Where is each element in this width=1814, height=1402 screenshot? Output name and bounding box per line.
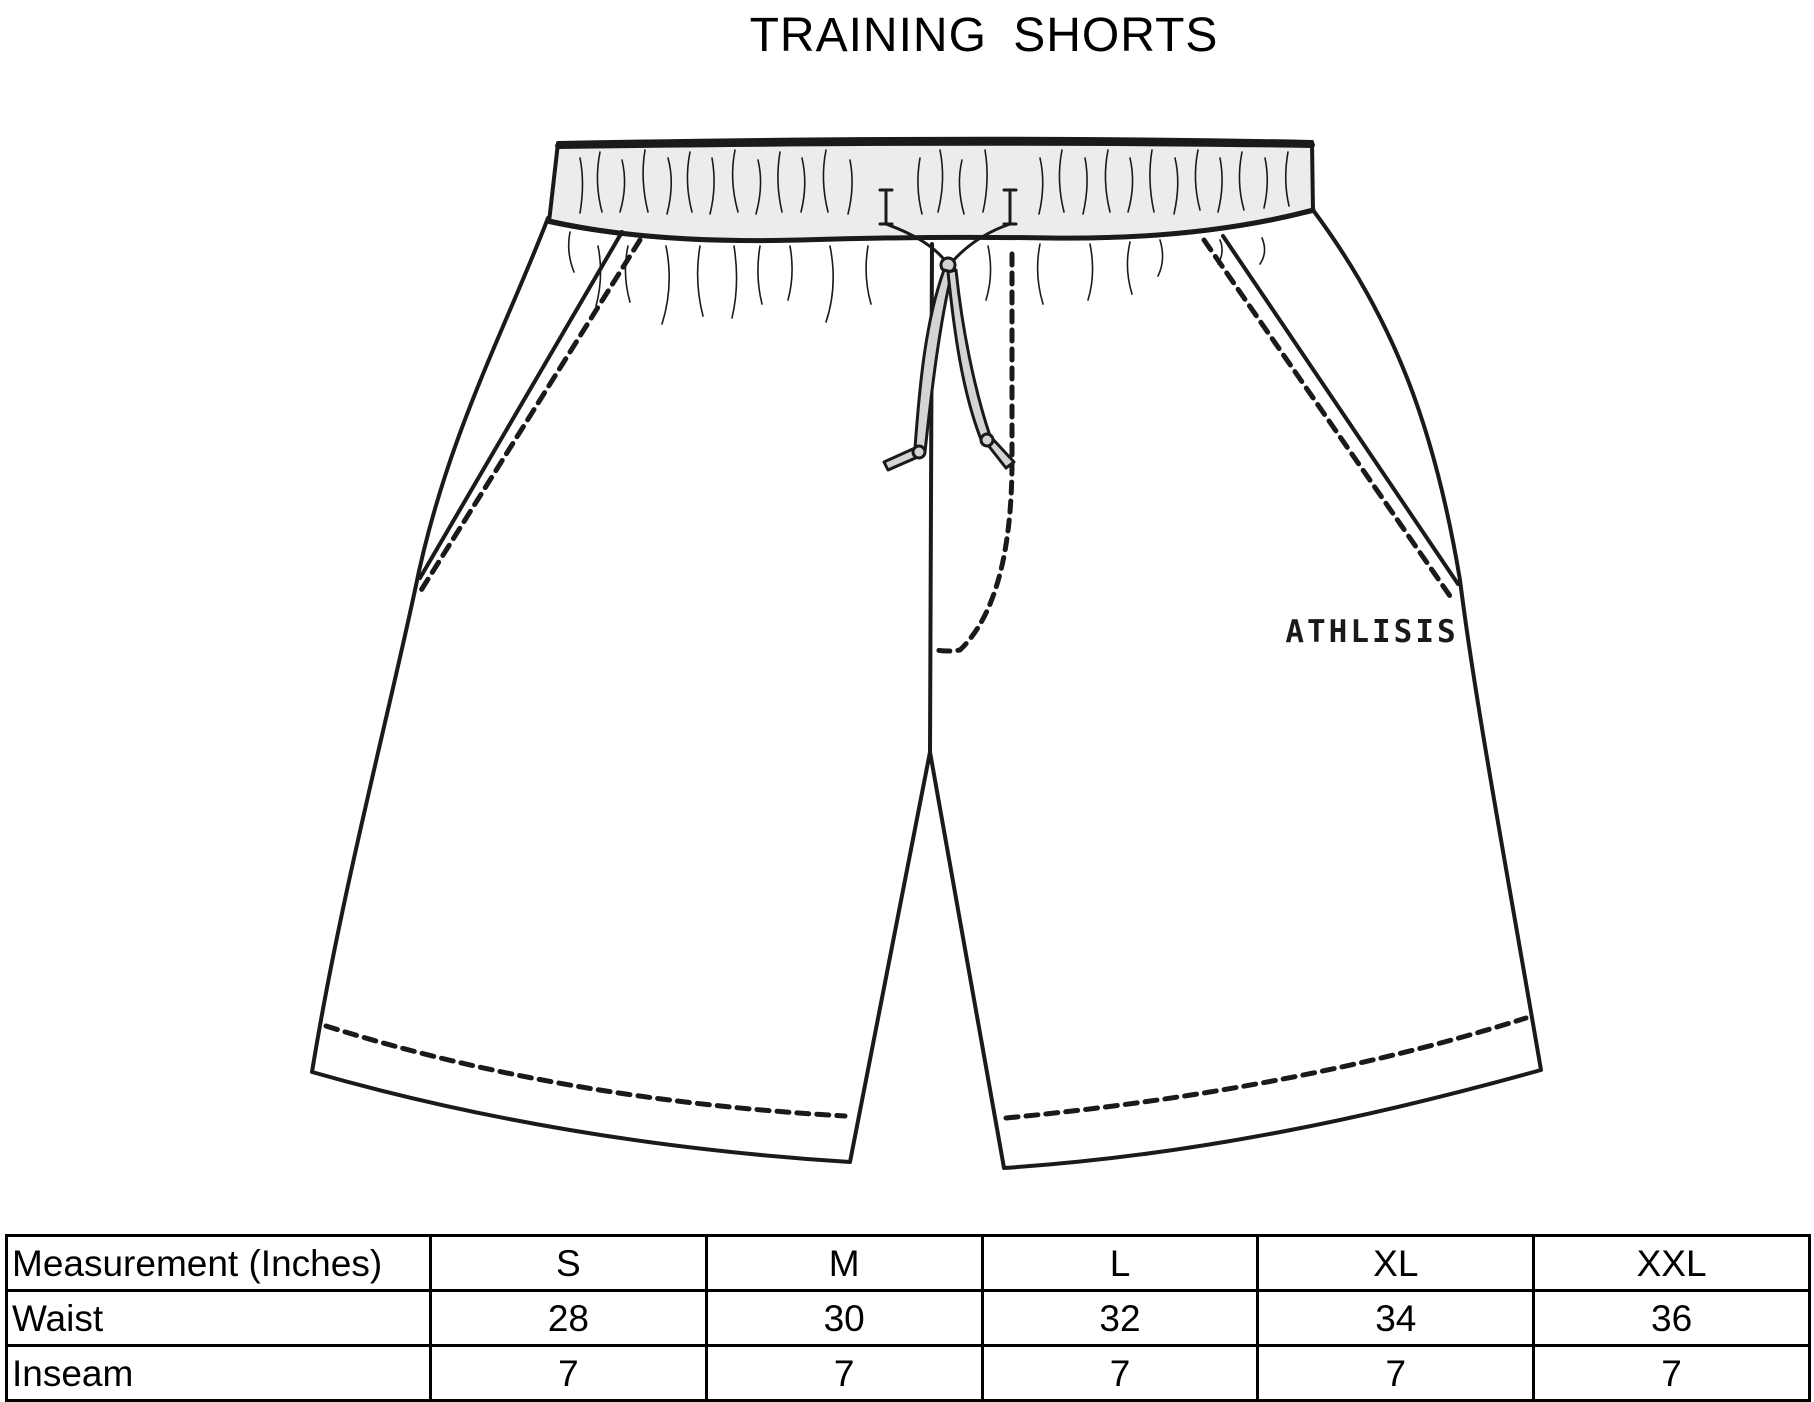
drawstring <box>878 188 1018 472</box>
size-chart-table: Measurement (Inches) S M L XL XXL Waist … <box>5 1234 1811 1402</box>
table-cell: 7 <box>429 1344 708 1402</box>
page-title: TRAINING SHORTS <box>749 9 1219 62</box>
waistband-bottom-edge <box>546 207 1316 244</box>
body-gather-creases <box>567 231 1266 325</box>
table-cell: 7 <box>1256 1344 1536 1402</box>
right-pocket-edge <box>1221 234 1460 586</box>
waistband <box>547 136 1315 243</box>
table-cell: 30 <box>704 1289 984 1347</box>
table-row: Waist 28 30 32 34 36 <box>5 1289 1811 1347</box>
left-pocket-stitch <box>417 237 643 595</box>
size-header-cell: XXL <box>1532 1234 1811 1292</box>
size-header-cell: M <box>704 1234 984 1292</box>
waistband-top-edge <box>555 139 1315 149</box>
table-header-row: Measurement (Inches) S M L XL XXL <box>5 1234 1811 1292</box>
brand-label: ATHLISIS <box>1285 614 1458 650</box>
table-cell: 7 <box>980 1344 1260 1402</box>
table-cell: 36 <box>1532 1289 1811 1347</box>
table-cell: 34 <box>1256 1289 1536 1347</box>
size-header-cell: XL <box>1256 1234 1536 1292</box>
left-hem-stitch <box>323 1023 848 1119</box>
table-row: Inseam 7 7 7 7 7 <box>5 1344 1811 1402</box>
table-cell: 28 <box>429 1289 708 1347</box>
waist-label-cell: Waist <box>5 1289 432 1347</box>
size-header-cell: S <box>429 1234 708 1292</box>
shorts-technical-drawing: ATHLISIS <box>310 136 1543 1170</box>
shorts-body-outline <box>310 208 1543 1170</box>
inseam-label-cell: Inseam <box>5 1344 432 1402</box>
measurement-header-cell: Measurement (Inches) <box>5 1234 432 1292</box>
size-header-cell: L <box>980 1234 1260 1292</box>
left-pocket-edge <box>418 230 624 580</box>
table-cell: 32 <box>980 1289 1260 1347</box>
waistband-gathers <box>579 149 1290 215</box>
right-hem-stitch <box>1003 1015 1529 1121</box>
table-cell: 7 <box>1532 1344 1811 1402</box>
fly-stitch <box>933 251 1015 654</box>
right-pocket-stitch <box>1201 237 1453 599</box>
table-cell: 7 <box>704 1344 984 1402</box>
